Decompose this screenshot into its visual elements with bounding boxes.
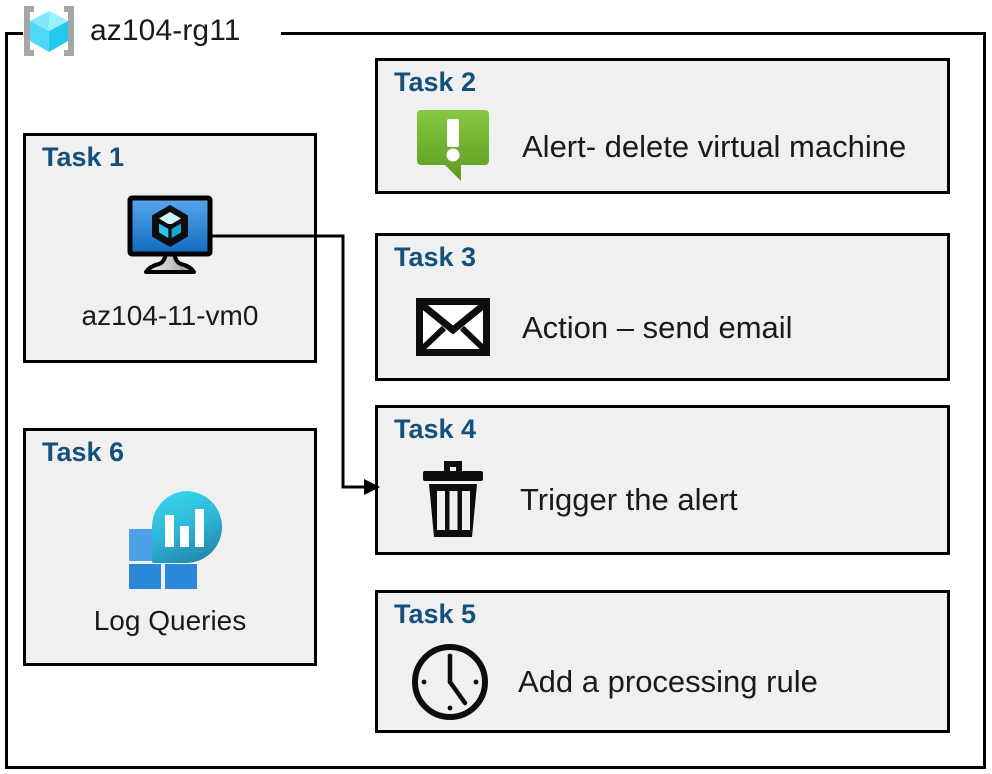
task-card-task2[interactable]: Task 2 Alert- delete virtual machine	[375, 58, 950, 194]
task-card-task5[interactable]: Task 5 Add a processing rule	[375, 590, 950, 733]
task-card-title: Task 2	[394, 67, 477, 97]
task-card-body: az104-11-vm0	[26, 178, 314, 354]
task-card-label: Add a processing rule	[518, 664, 818, 699]
task-card-label: Trigger the alert	[520, 481, 738, 517]
resource-group-frame	[5, 32, 986, 769]
task-card-task1[interactable]: Task 1	[23, 133, 317, 363]
log-analytics-icon	[129, 491, 222, 589]
envelope-icon	[416, 298, 490, 356]
task-card-label: Log Queries	[93, 605, 247, 636]
task-card-label: Action – send email	[522, 309, 793, 345]
resource-group-header: az104-rg11	[18, 2, 241, 60]
task-card-title: Task 4	[394, 414, 477, 444]
clock-icon	[412, 643, 488, 720]
resource-group-frame-top-left-segment	[5, 32, 23, 35]
resource-group-label: az104-rg11	[90, 14, 241, 47]
resource-group-cube-icon	[24, 6, 74, 56]
task-card-task6[interactable]: Task 6	[23, 428, 317, 666]
task-card-title: Task 1	[42, 142, 125, 172]
task-card-body: Action – send email	[416, 280, 937, 374]
task-card-body: Trigger the alert	[420, 450, 937, 548]
virtual-machine-icon	[127, 195, 213, 274]
resource-group-frame-top-right-segment	[281, 32, 986, 35]
task-card-task4[interactable]: Task 4 Trigger the alert	[375, 405, 950, 555]
trash-bin-icon	[423, 461, 483, 537]
task-card-label: az104-11-vm0	[81, 300, 259, 331]
task-card-label: Alert- delete virtual machine	[522, 128, 907, 164]
task-card-body: Alert- delete virtual machine	[412, 105, 937, 187]
task-card-body: Log Queries	[26, 473, 314, 657]
task-card-body: Add a processing rule	[410, 637, 937, 726]
task-card-title: Task 3	[394, 242, 477, 272]
task-card-title: Task 5	[394, 599, 477, 629]
task-card-task3[interactable]: Task 3 Action – send email	[375, 233, 950, 381]
task-card-title: Task 6	[42, 437, 125, 467]
alert-exclamation-bubble-icon	[417, 110, 489, 181]
